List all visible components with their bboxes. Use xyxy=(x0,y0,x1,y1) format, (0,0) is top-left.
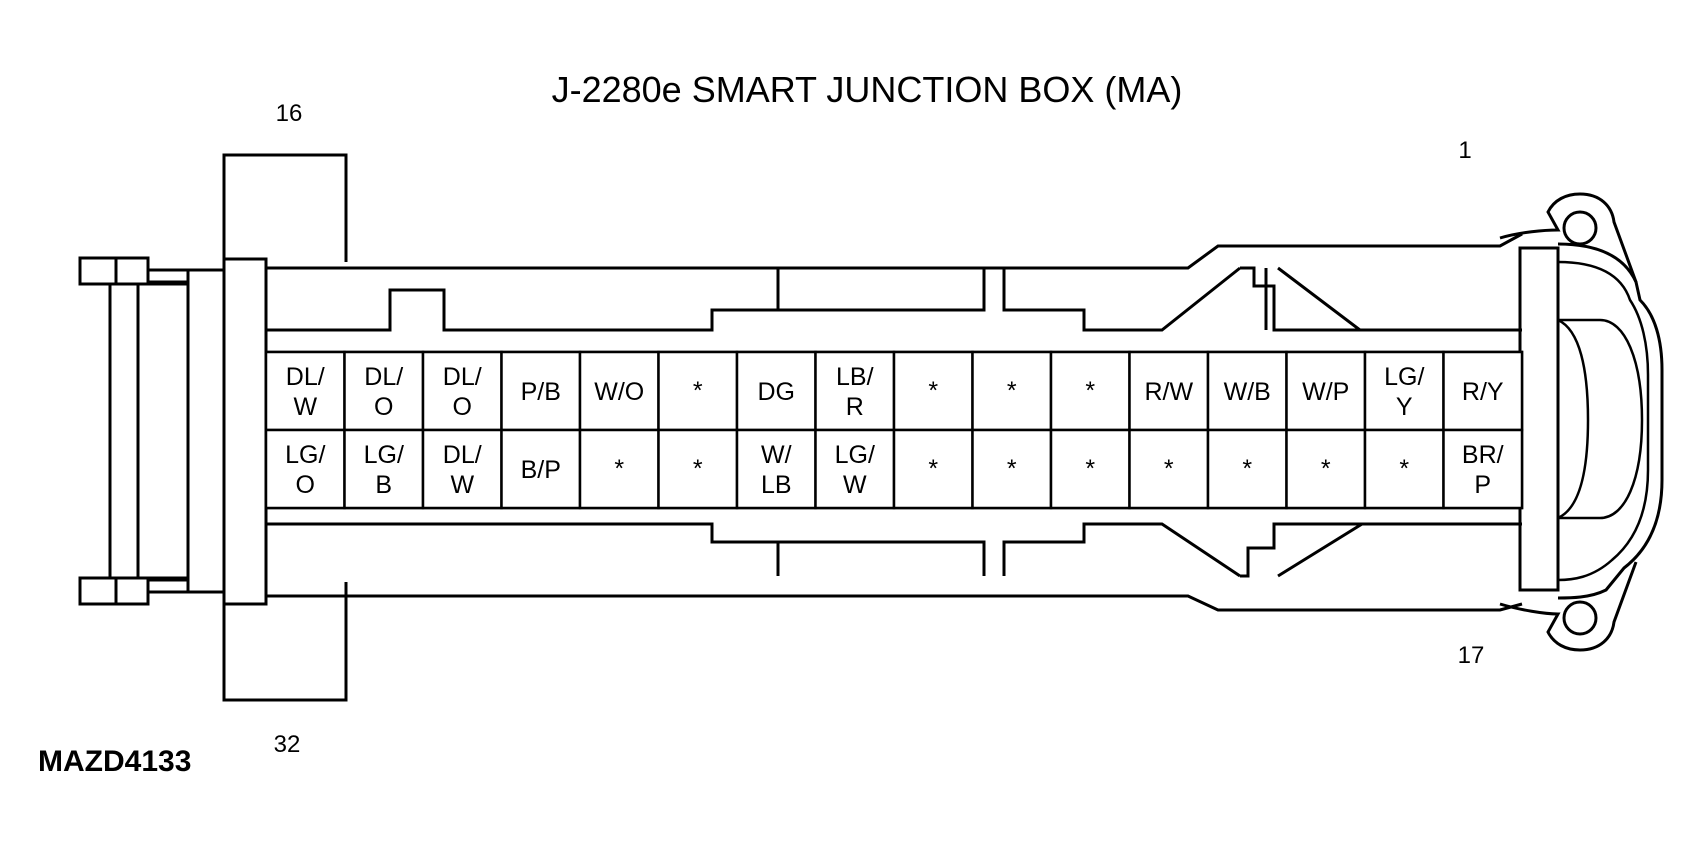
cavity-label-top-9: * xyxy=(928,377,938,405)
cavity-label-bottom-7: W/LB xyxy=(761,441,792,499)
cavity-label-top-1: DL/W xyxy=(286,363,325,421)
cavity-cell-bottom-1 xyxy=(264,428,346,510)
cavity-label-top-12: R/W xyxy=(1144,378,1193,406)
left-latch-frame xyxy=(78,256,226,606)
cavity-cell-bottom-16 xyxy=(1442,428,1524,510)
cavity-label-top-14: W/P xyxy=(1302,378,1349,406)
cavity-label-top-8: LB/R xyxy=(836,363,874,421)
cavity-cell-top-4 xyxy=(500,350,582,432)
lower-housing-rail xyxy=(266,522,1523,612)
cavity-label-bottom-6: * xyxy=(693,455,703,483)
cavity-label-top-4: P/B xyxy=(521,378,561,406)
cavity-cell-bottom-11 xyxy=(1049,428,1131,510)
cavity-label-bottom-1: LG/O xyxy=(285,441,325,499)
cavity-label-top-7: DG xyxy=(758,378,796,406)
cavity-cell-bottom-4 xyxy=(500,428,582,510)
pin-label-16: 16 xyxy=(276,100,303,127)
cavity-label-bottom-3: DL/W xyxy=(443,441,482,499)
pin-label-32: 32 xyxy=(274,731,301,758)
cavity-label-bottom-4: B/P xyxy=(521,456,561,484)
cavity-label-top-5: W/O xyxy=(594,378,644,406)
cavity-cell-bottom-7 xyxy=(735,428,817,510)
cavity-label-bottom-9: * xyxy=(928,455,938,483)
cavity-label-bottom-15: * xyxy=(1399,455,1409,483)
cavity-label-bottom-8: LG/W xyxy=(835,441,875,499)
cavity-label-top-15: LG/Y xyxy=(1384,363,1424,421)
cavity-cell-top-6 xyxy=(657,350,739,432)
cavity-cell-bottom-8 xyxy=(814,428,896,510)
cavity-cell-bottom-14 xyxy=(1285,428,1367,510)
cavity-cell-bottom-10 xyxy=(971,428,1053,510)
cavity-cell-bottom-2 xyxy=(343,428,425,510)
right-end-cap xyxy=(1499,192,1664,652)
cavity-label-top-10: * xyxy=(1007,377,1017,405)
figure-code: MAZD4133 xyxy=(38,745,191,778)
cavity-cell-top-12 xyxy=(1128,350,1210,432)
upper-housing-rail xyxy=(266,232,1523,332)
cavity-cell-top-13 xyxy=(1206,350,1288,432)
cavity-cell-bottom-9 xyxy=(892,428,974,510)
cavity-label-top-3: DL/O xyxy=(443,363,482,421)
cavity-label-top-2: DL/O xyxy=(364,363,403,421)
cavity-label-bottom-10: * xyxy=(1007,455,1017,483)
cavity-label-bottom-14: * xyxy=(1321,455,1331,483)
pin-label-1: 1 xyxy=(1458,137,1471,164)
cavity-label-top-16: R/Y xyxy=(1462,378,1504,406)
cavity-cell-bottom-15 xyxy=(1363,428,1445,510)
diagram-title: J-2280e SMART JUNCTION BOX (MA) xyxy=(552,69,1183,110)
cavity-cell-top-16 xyxy=(1442,350,1524,432)
cavity-label-bottom-13: * xyxy=(1242,455,1252,483)
cavity-label-bottom-5: * xyxy=(614,455,624,483)
cavity-label-bottom-12: * xyxy=(1164,455,1174,483)
cavity-cell-top-9 xyxy=(892,350,974,432)
cavity-label-bottom-11: * xyxy=(1085,455,1095,483)
pin-label-17: 17 xyxy=(1458,642,1485,669)
cavity-label-bottom-16: BR/P xyxy=(1462,441,1504,499)
cavity-grid: DL/W DL/O DL/O P/B W/O * DG LB/R * * * R/W W/B W/P LG/… xyxy=(264,350,1524,510)
cavity-label-top-11: * xyxy=(1085,377,1095,405)
cavity-label-top-6: * xyxy=(693,377,703,405)
cavity-label-top-13: W/B xyxy=(1224,378,1271,406)
cavity-label-bottom-2: LG/B xyxy=(364,441,404,499)
cavity-cell-top-7 xyxy=(735,350,817,432)
